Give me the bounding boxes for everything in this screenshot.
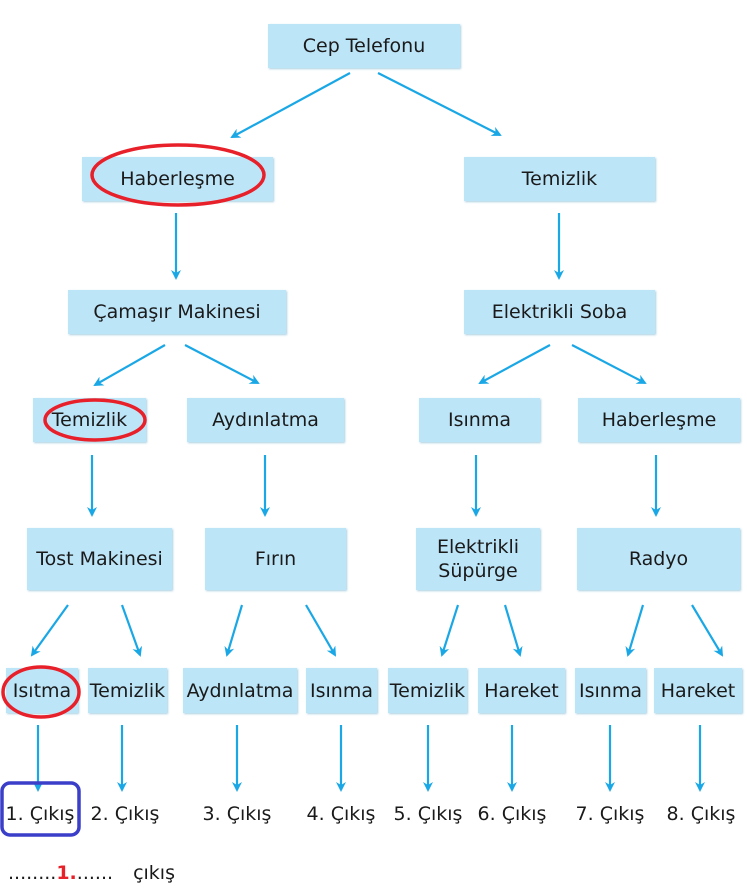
arrow [30, 604, 69, 657]
output-6: 6. Çıkış [477, 803, 547, 825]
arrow [439, 604, 460, 657]
node-root: Cep Telefonu [268, 24, 460, 68]
node-firin: Fırın [205, 528, 346, 590]
arrow [571, 344, 647, 384]
output-4: 4. Çıkış [306, 803, 376, 825]
output-2: 2. Çıkış [90, 803, 160, 825]
arrow [377, 72, 502, 136]
node-temizlik-l1: Temizlik [464, 157, 655, 201]
node-radyo: Radyo [577, 528, 740, 590]
output-8: 8. Çıkış [666, 803, 736, 825]
output-3: 3. Çıkış [202, 803, 272, 825]
node-isinma-l3: Isınma [419, 398, 540, 442]
arrow [224, 604, 244, 657]
answer-suffix: çıkış [133, 862, 175, 884]
output-5: 5. Çıkış [393, 803, 463, 825]
node-tost-makinesi: Tost Makinesi [27, 528, 172, 590]
red-circle-isitma [1, 665, 81, 719]
node-elektrikli-soba: Elektrikli Soba [464, 290, 655, 334]
node-haberlesme-l3: Haberleşme [578, 398, 740, 442]
arrow [230, 72, 351, 138]
output-7: 7. Çıkış [575, 803, 645, 825]
answer-dots: ...... [76, 862, 114, 884]
arrow [625, 604, 645, 657]
leaf-aydinlatma: Aydınlatma [183, 668, 297, 713]
arrow [478, 344, 551, 384]
leaf-temizlik: Temizlik [88, 668, 167, 713]
leaf-hareket: Hareket [654, 668, 742, 713]
answer-dots: ........ [8, 862, 57, 884]
arrow [305, 604, 337, 657]
leaf-hareket: Hareket [478, 668, 565, 713]
arrow [691, 604, 724, 657]
arrow [120, 604, 142, 657]
blue-highlight-output-1 [0, 781, 81, 837]
red-circle-haberlesme [90, 143, 266, 207]
node-aydinlatma-l3: Aydınlatma [187, 398, 344, 442]
leaf-isinma: Isınma [306, 668, 377, 713]
arrow [184, 344, 260, 384]
answer-value: 1. [56, 862, 77, 884]
leaf-temizlik: Temizlik [388, 668, 467, 713]
node-elektrikli-supurge: Elektrikli Süpürge [416, 528, 540, 590]
leaf-isitma: Isıtma [6, 668, 78, 713]
answer-line: ........1....... çıkış [8, 862, 175, 884]
node-camasir-makinesi: Çamaşır Makinesi [68, 290, 286, 334]
arrow [93, 344, 166, 386]
output-1: 1. Çıkış [5, 803, 75, 825]
leaf-isinma: Isınma [575, 668, 646, 713]
arrow [503, 604, 523, 657]
red-circle-temizlik [43, 398, 147, 442]
